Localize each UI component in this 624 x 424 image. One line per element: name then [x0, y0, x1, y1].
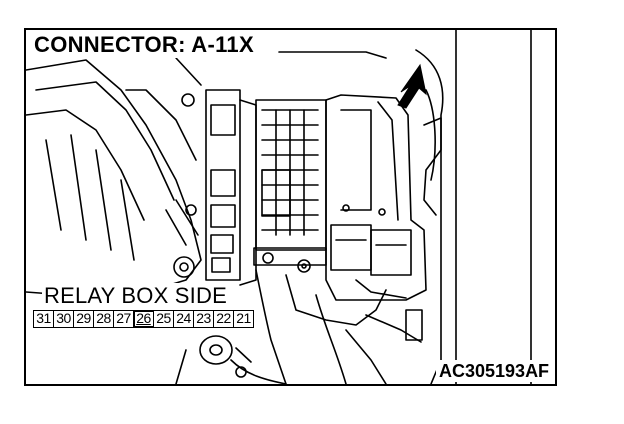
connector-pin: 30 [54, 311, 74, 327]
connector-pin: 27 [114, 311, 134, 327]
connector-pin: 22 [214, 311, 234, 327]
connector-pin: 23 [194, 311, 214, 327]
engine-bay-illustration [26, 30, 532, 384]
connector-pin: 24 [174, 311, 194, 327]
relay-column [205, 89, 241, 281]
arrow-icon [397, 63, 427, 109]
connector-pin: 26 [134, 311, 154, 327]
connector-pin: 21 [236, 310, 251, 326]
connector-pin: 28 [94, 311, 114, 327]
connector-pin: 25 [154, 311, 174, 327]
relay-box-side-label: RELAY BOX SIDE [42, 283, 229, 309]
connector-pin: 31 [34, 311, 54, 327]
figure-code: AC305193AF [436, 360, 553, 382]
fuse-block [255, 99, 327, 251]
connector-title: CONNECTOR: A-11X [32, 32, 258, 58]
connector-pin: 29 [74, 311, 94, 327]
relay-box [325, 94, 427, 301]
